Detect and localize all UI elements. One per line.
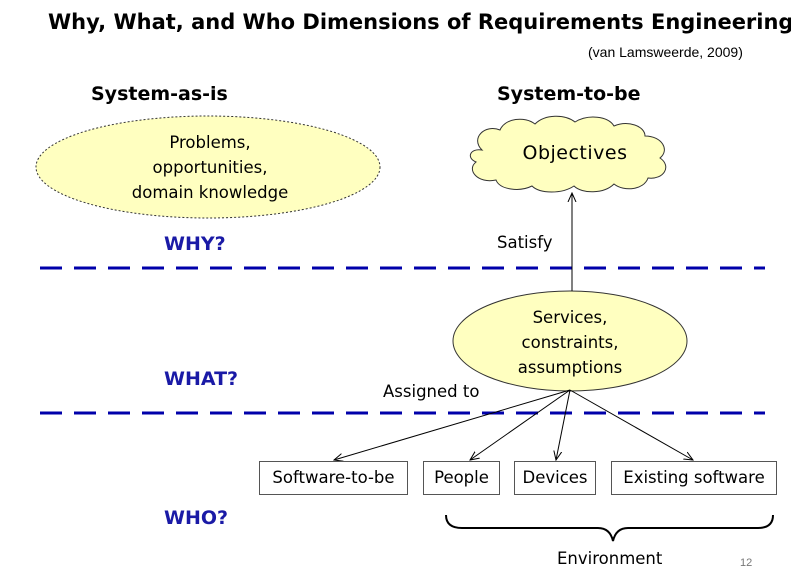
- problems-node-label: Problems, opportunities, domain knowledg…: [60, 130, 360, 205]
- services-line-2: constraints,: [521, 333, 619, 352]
- services-line-3: assumptions: [517, 358, 623, 377]
- dimension-what: WHAT?: [164, 368, 239, 390]
- environment-brace: [445, 514, 774, 542]
- problems-line-3: domain knowledge: [131, 183, 289, 202]
- dimension-why: WHY?: [164, 233, 226, 255]
- dimension-who: WHO?: [164, 507, 229, 529]
- satisfy-edge-label: Satisfy: [497, 233, 553, 252]
- objectives-cloud: [469, 115, 667, 193]
- problems-ellipse: [35, 115, 381, 219]
- assign-arrow-existing: [569, 389, 693, 460]
- assign-arrow-people: [470, 389, 571, 460]
- problems-line-1: Problems,: [169, 133, 251, 152]
- agent-box-software-to-be: Software-to-be: [259, 461, 408, 495]
- services-node-label: Services, constraints, assumptions: [470, 305, 670, 380]
- assign-arrow-software: [334, 389, 571, 460]
- objectives-node-label: Objectives: [522, 142, 628, 164]
- citation: (van Lamsweerde, 2009): [588, 44, 743, 60]
- agent-box-existing-software: Existing software: [611, 461, 777, 495]
- agent-box-devices: Devices: [514, 461, 596, 495]
- column-header-system-to-be: System-to-be: [497, 83, 641, 105]
- environment-label: Environment: [557, 549, 663, 568]
- page-number: 12: [740, 557, 753, 569]
- services-line-1: Services,: [532, 308, 608, 327]
- assign-arrow-devices: [556, 389, 571, 460]
- column-header-system-as-is: System-as-is: [91, 83, 228, 105]
- agent-box-people: People: [423, 461, 500, 495]
- assigned-to-edge-label: Assigned to: [383, 382, 480, 401]
- problems-line-2: opportunities,: [152, 158, 268, 177]
- page-title: Why, What, and Who Dimensions of Require…: [48, 10, 791, 34]
